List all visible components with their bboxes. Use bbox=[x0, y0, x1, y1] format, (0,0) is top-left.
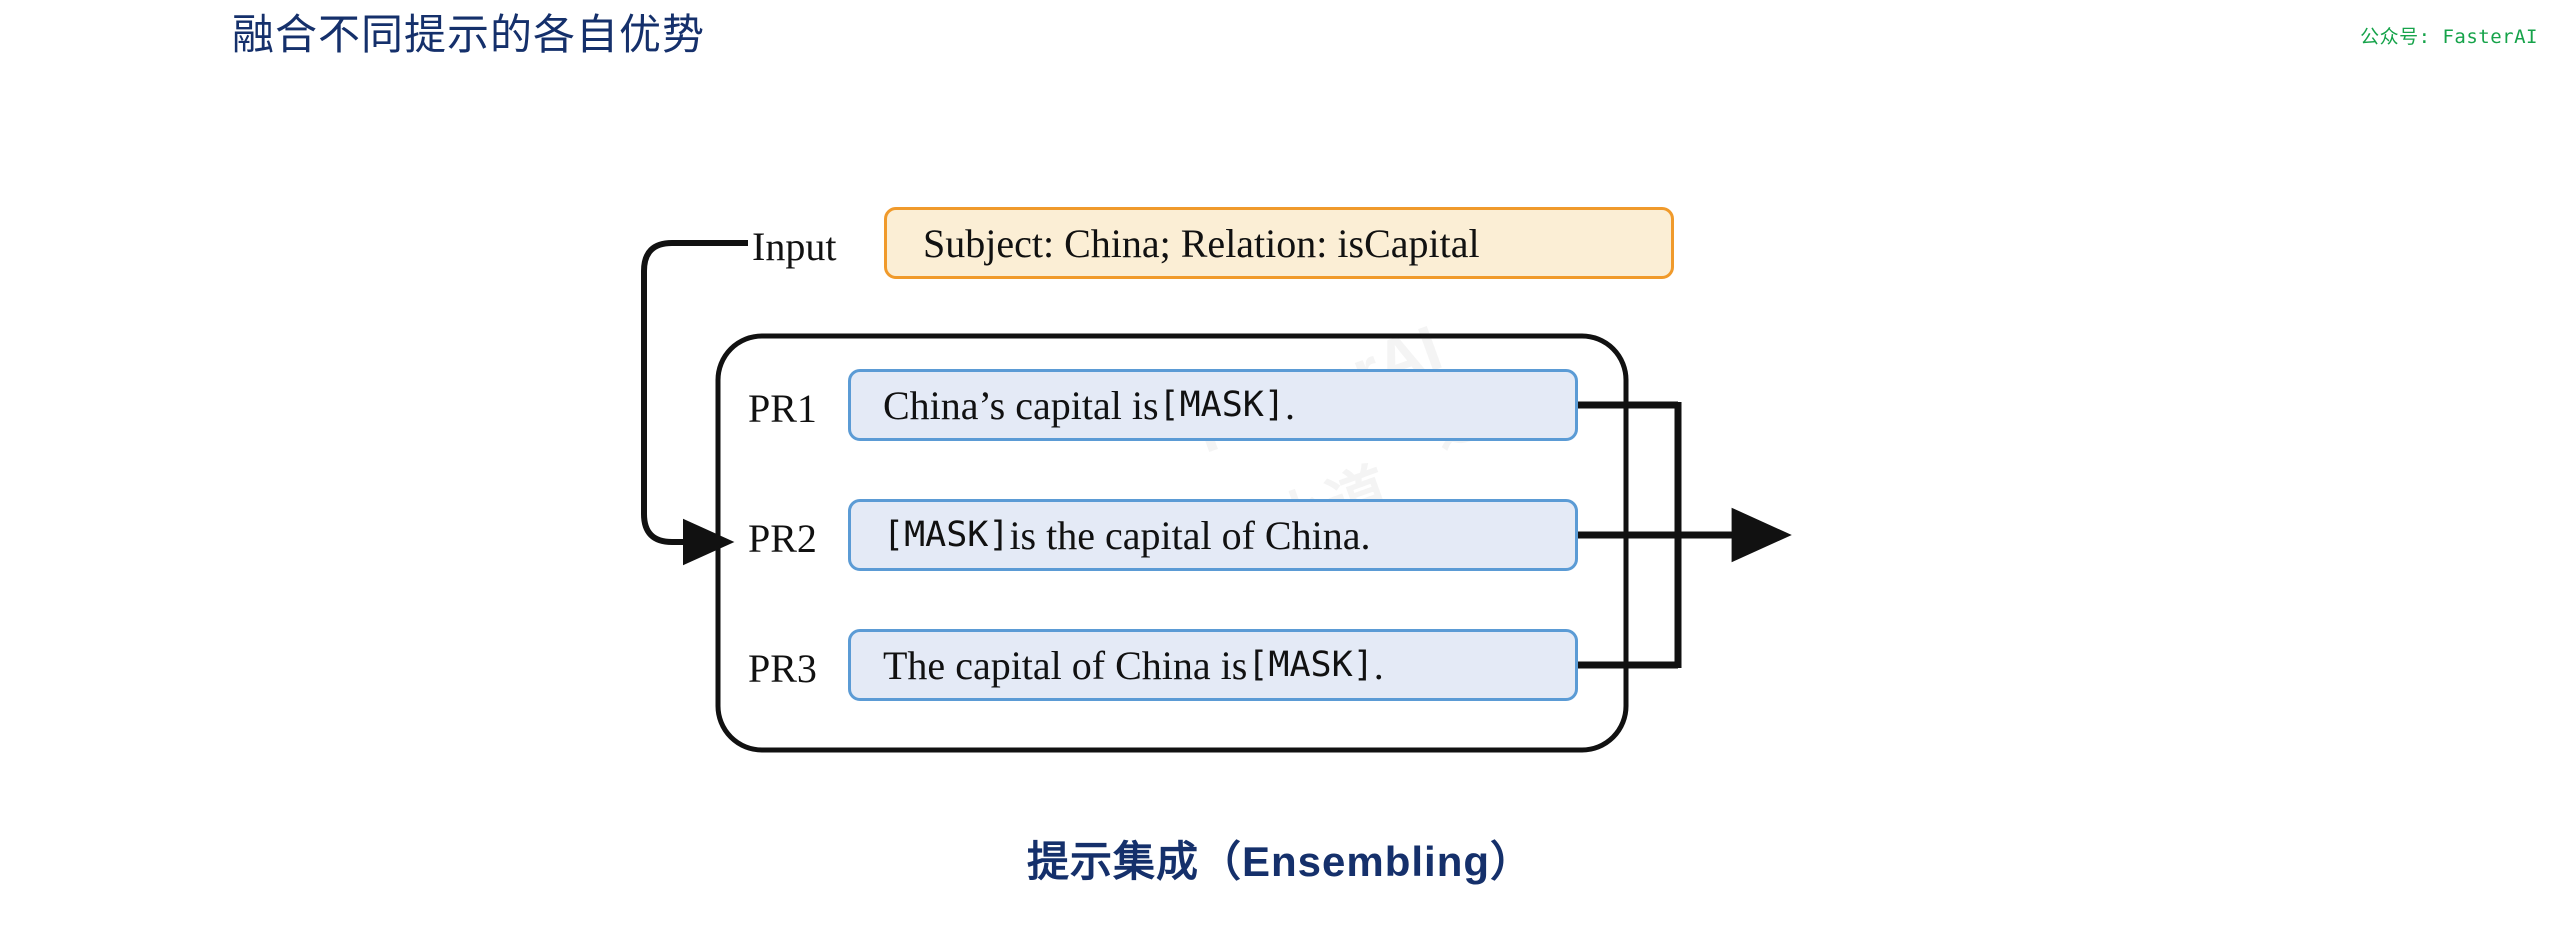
input-row-label: Input bbox=[752, 224, 837, 269]
pr1-suffix-text: . bbox=[1284, 382, 1295, 428]
pr2-suffix-text: is the capital of China. bbox=[1009, 512, 1371, 558]
pr1-mask-token: [MASK] bbox=[1158, 385, 1285, 425]
prompt-row-label-pr3: PR3 bbox=[748, 646, 817, 691]
brand-watermark: 公众号: FasterAI bbox=[2360, 26, 2538, 48]
pr3-mask-token: [MASK] bbox=[1247, 645, 1374, 685]
pr1-prefix-text: China’s capital is bbox=[883, 382, 1159, 428]
input-value-box[interactable]: Subject: China; Relation: isCapital bbox=[884, 207, 1674, 279]
prompt-row-label-pr2: PR2 bbox=[748, 516, 817, 561]
prompt-box-pr3[interactable]: The capital of China is [MASK] . bbox=[848, 629, 1578, 701]
input-to-prompts-connector bbox=[641, 240, 748, 566]
prompt-box-pr1[interactable]: China’s capital is [MASK] . bbox=[848, 369, 1578, 441]
pr3-suffix-text: . bbox=[1373, 642, 1384, 688]
page-title: 融合不同提示的各自优势 bbox=[232, 11, 706, 58]
prompt-row-label-pr1: PR1 bbox=[748, 386, 817, 431]
pr3-prefix-text: The capital of China is bbox=[883, 642, 1248, 688]
diagram-caption: 提示集成（Ensembling） bbox=[1026, 838, 1534, 885]
pr2-mask-token: [MASK] bbox=[883, 515, 1010, 555]
prompt-box-pr2[interactable]: [MASK] is the capital of China. bbox=[848, 499, 1578, 571]
input-value-text: Subject: China; Relation: isCapital bbox=[923, 220, 1480, 266]
